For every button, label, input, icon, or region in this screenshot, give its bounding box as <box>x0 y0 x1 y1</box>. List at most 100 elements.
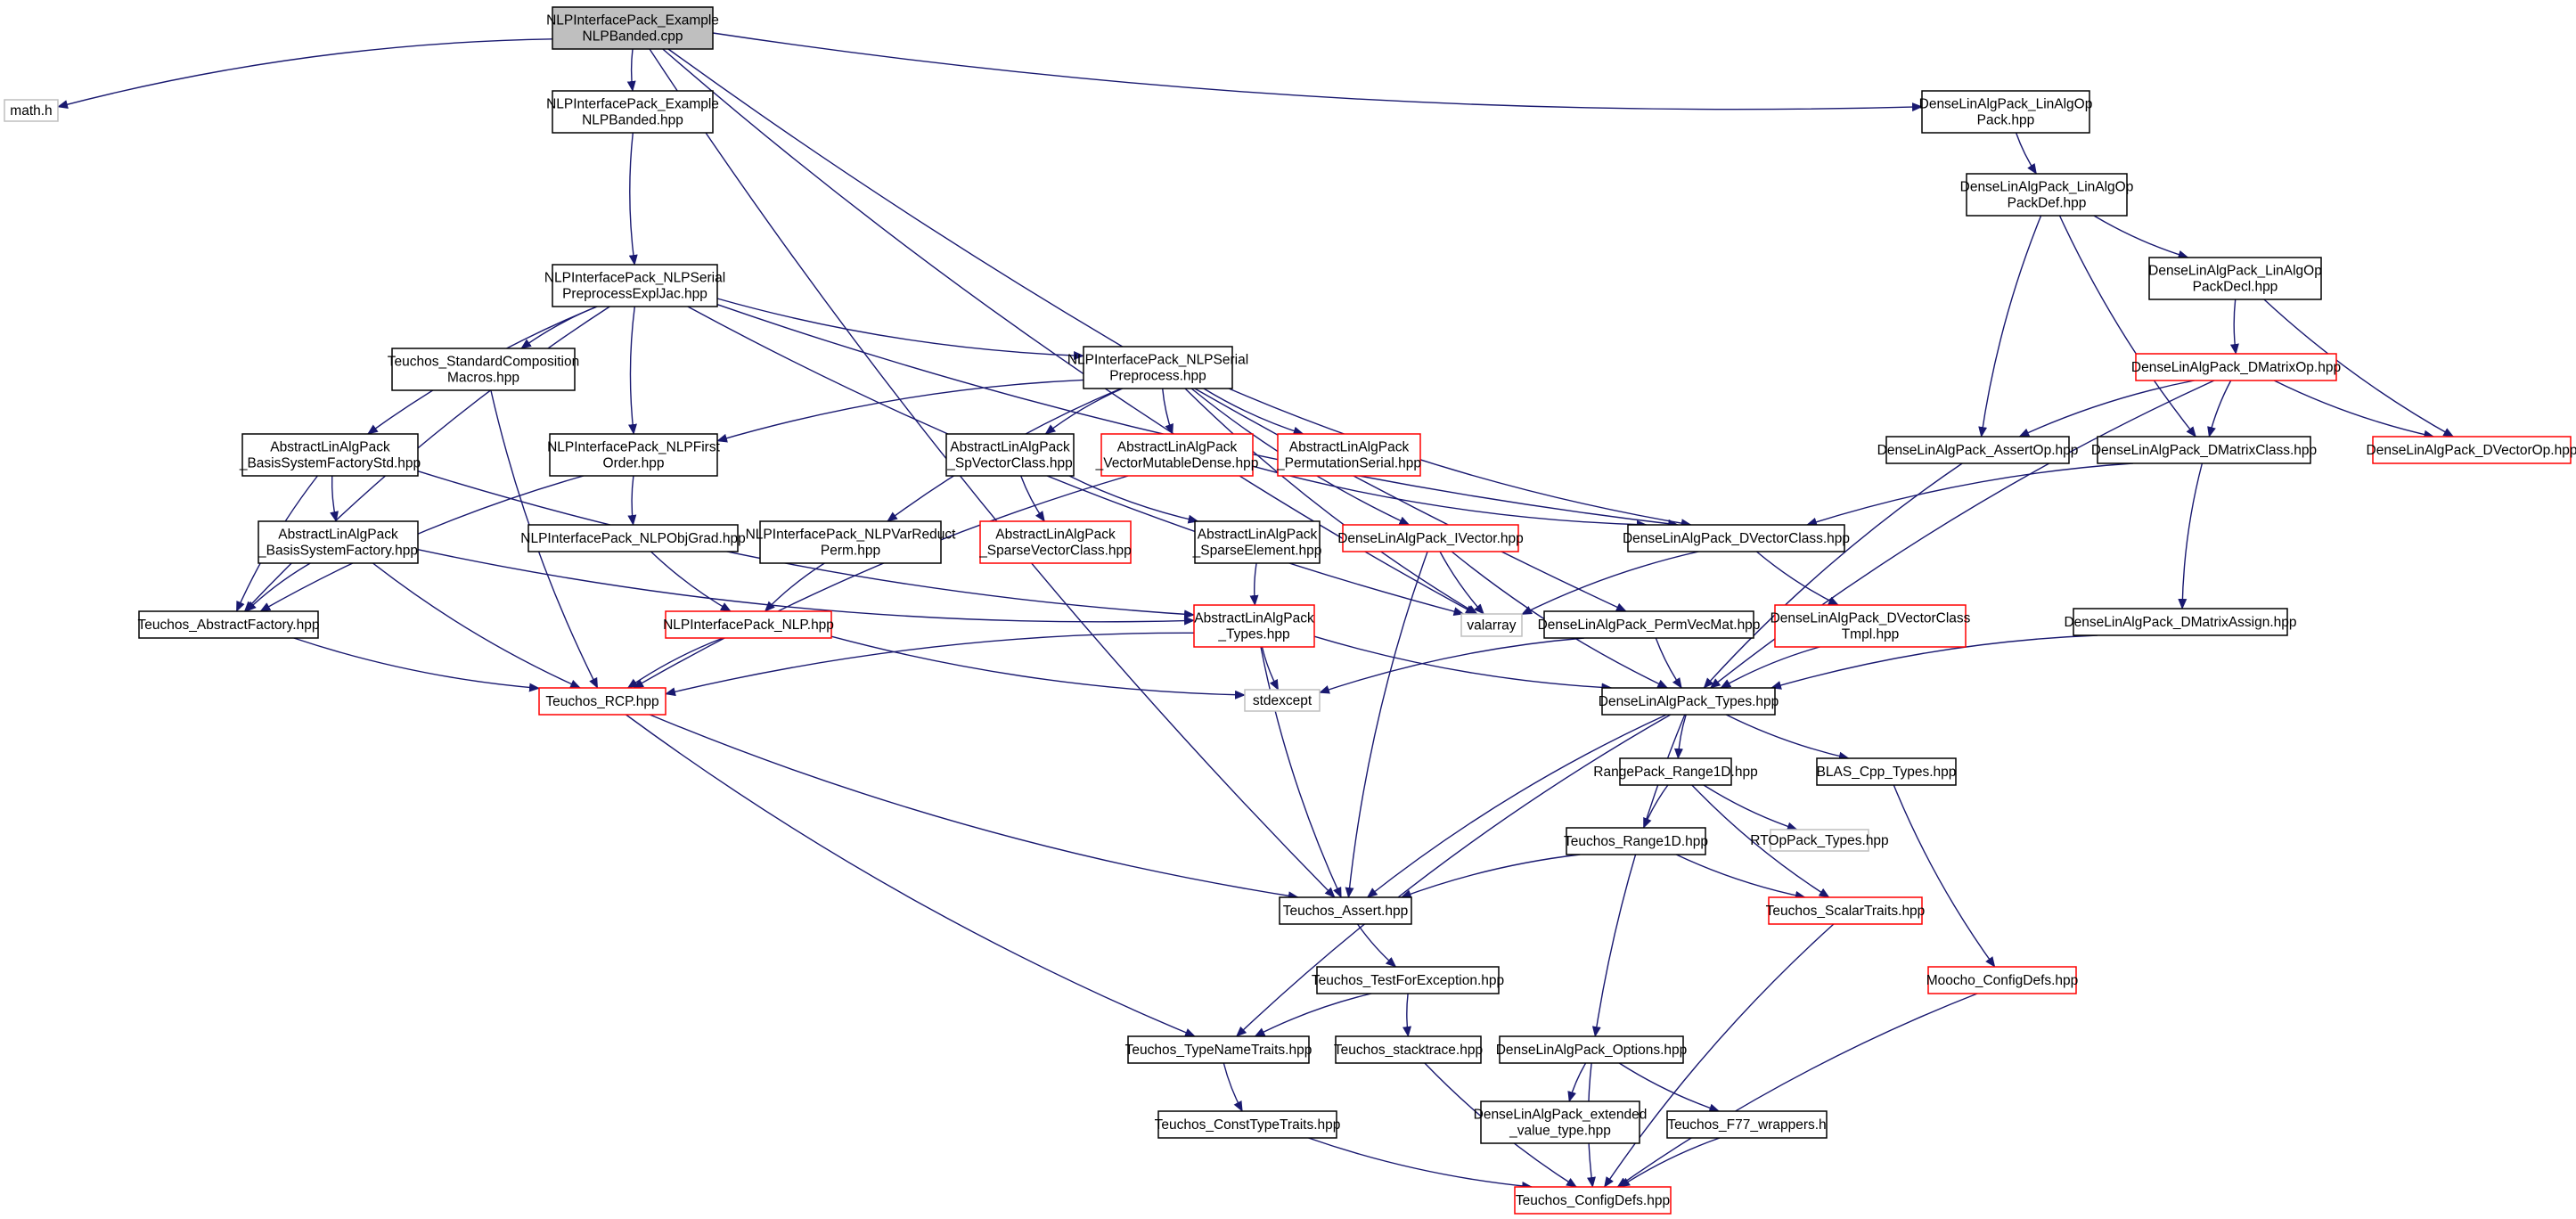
node-label: _Types.hpp <box>1217 627 1289 642</box>
node-scalartraits[interactable]: Teuchos_ScalarTraits.hpp <box>1766 896 1926 925</box>
edge-teuchosrange-to-scalartraits <box>1675 854 1806 900</box>
node-box <box>1279 896 1412 925</box>
node-label: DenseLinAlgPack_PermVecMat.hpp <box>1538 618 1761 633</box>
node-label: NLPInterfacePack_NLPObjGrad.hpp <box>520 531 745 546</box>
edge-consttypetraits-to-configdefs <box>1308 1137 1533 1190</box>
node-box <box>549 433 718 477</box>
node-valarray[interactable]: valarray <box>1460 613 1523 637</box>
node-box <box>759 520 942 564</box>
edge-options-to-extvalue <box>1567 1062 1587 1102</box>
node-box <box>138 610 319 639</box>
node-stdexcept[interactable]: stdexcept <box>1244 689 1321 712</box>
node-absfactory[interactable]: Teuchos_AbstractFactory.hpp <box>138 610 320 639</box>
node-permvecmat[interactable]: DenseLinAlgPack_PermVecMat.hpp <box>1538 610 1761 639</box>
node-stacktrace[interactable]: Teuchos_stacktrace.hpp <box>1334 1035 1483 1064</box>
node-typenametraits[interactable]: Teuchos_TypeNameTraits.hpp <box>1125 1035 1313 1064</box>
node-testforexc[interactable]: Teuchos_TestForException.hpp <box>1312 966 1504 994</box>
node-teuchosrange[interactable]: Teuchos_Range1D.hpp <box>1564 827 1708 855</box>
node-label: AbstractLinAlgPack <box>995 528 1116 543</box>
node-label: Perm.hpp <box>821 544 880 559</box>
node-sparsevecclass[interactable]: AbstractLinAlgPack_SparseVectorClass.hpp <box>978 520 1132 564</box>
node-dlptypes[interactable]: DenseLinAlgPack_Types.hpp <box>1599 687 1779 716</box>
node-label: _SparseElement.hpp <box>1192 544 1322 559</box>
node-box <box>1927 966 2077 994</box>
edge-root-to-assert <box>649 48 1336 898</box>
node-label: DenseLinAlgPack_IVector.hpp <box>1337 531 1524 546</box>
node-label: Teuchos_TestForException.hpp <box>1312 973 1504 988</box>
node-dmatrixassign[interactable]: DenseLinAlgPack_DMatrixAssign.hpp <box>2064 608 2297 636</box>
node-label: Teuchos_Assert.hpp <box>1283 904 1408 919</box>
node-assertop[interactable]: DenseLinAlgPack_AssertOp.hpp <box>1877 436 2079 464</box>
node-box <box>1342 524 1519 552</box>
edge-preprocess-to-permserial <box>1203 388 1304 436</box>
node-label: Teuchos_stacktrace.hpp <box>1334 1043 1483 1058</box>
node-dvectorop[interactable]: DenseLinAlgPack_DVectorOp.hpp <box>2367 436 2576 464</box>
dependency-edges <box>57 32 2455 1190</box>
edge-dmatrixop-to-dmatrixclass <box>2207 380 2232 438</box>
node-math[interactable]: math.h <box>4 99 59 122</box>
node-label: DenseLinAlgPack_LinAlgOp <box>1960 180 2134 195</box>
edge-dlptypes-to-assert <box>1366 714 1667 898</box>
edge-alptypes-to-dlptypes <box>1313 635 1613 692</box>
node-mooconfig[interactable]: Moocho_ConfigDefs.hpp <box>1926 966 2079 994</box>
node-box <box>241 433 419 477</box>
node-consttypetraits[interactable]: Teuchos_ConstTypeTraits.hpp <box>1155 1110 1341 1139</box>
node-ivector[interactable]: DenseLinAlgPack_IVector.hpp <box>1337 524 1524 552</box>
node-box <box>1770 829 1869 852</box>
node-label: NLPBanded.cpp <box>583 29 683 45</box>
node-dmatrixop[interactable]: DenseLinAlgPack_DMatrixOp.hpp <box>2131 353 2341 381</box>
node-box <box>2097 436 2311 464</box>
edge-explicitjac-to-valarray <box>687 306 1465 617</box>
node-label: AbstractLinAlgPack <box>1117 440 1238 455</box>
node-label: NLPInterfacePack_NLPSerial <box>1067 353 1248 368</box>
node-extvalue[interactable]: DenseLinAlgPack_extended_value_type.hpp <box>1474 1100 1648 1144</box>
node-f77wrap[interactable]: Teuchos_F77_wrappers.h <box>1666 1110 1828 1139</box>
edge-assert-to-testforexc <box>1356 923 1397 968</box>
node-label: BLAS_Cpp_Types.hpp <box>1817 765 1957 780</box>
node-explicitjac[interactable]: NLPInterfacePack_NLPSerialPreprocessExpl… <box>544 264 725 307</box>
node-dmatrixclass[interactable]: DenseLinAlgPack_DMatrixClass.hpp <box>2091 436 2317 464</box>
node-range1d[interactable]: RangePack_Range1D.hpp <box>1593 757 1758 786</box>
node-label: Macros.hpp <box>447 371 519 386</box>
node-box <box>1619 757 1732 786</box>
node-options[interactable]: DenseLinAlgPack_Options.hpp <box>1496 1035 1688 1064</box>
node-permserial[interactable]: AbstractLinAlgPack_PermutationSerial.hpp <box>1276 433 1421 477</box>
node-label: Preprocess.hpp <box>1109 369 1206 384</box>
node-box <box>1816 757 1957 786</box>
node-box <box>1480 1100 1640 1144</box>
node-sparseelem[interactable]: AbstractLinAlgPack_SparseElement.hpp <box>1192 520 1322 564</box>
node-assert[interactable]: Teuchos_Assert.hpp <box>1279 896 1412 925</box>
node-rtoptypes[interactable]: RTOpPack_Types.hpp <box>1750 829 1889 852</box>
node-nlpobjgrad[interactable]: NLPInterfacePack_NLPObjGrad.hpp <box>520 524 746 552</box>
node-vecmutdense[interactable]: AbstractLinAlgPack_VectorMutableDense.hp… <box>1095 433 1259 477</box>
node-bsf[interactable]: AbstractLinAlgPack_BasisSystemFactory.hp… <box>258 520 419 564</box>
edge-vecmutdense-to-dvectorclass <box>1252 465 1648 529</box>
node-label: AbstractLinAlgPack <box>1289 440 1410 455</box>
node-spvectorclass[interactable]: AbstractLinAlgPack_SpVectorClass.hpp <box>945 433 1075 477</box>
node-bsfstd[interactable]: AbstractLinAlgPack_BasisSystemFactoryStd… <box>239 433 421 477</box>
edge-bsf-to-absfactory <box>245 562 311 612</box>
edge-spvectorclass-to-sparsevecclass <box>1020 475 1045 522</box>
node-label: NLPInterfacePack_Example <box>546 13 719 29</box>
node-label: AbstractLinAlgPack <box>1194 611 1314 626</box>
node-box <box>1083 346 1233 389</box>
node-label: PackDecl.hpp <box>2193 280 2278 295</box>
node-blastypes[interactable]: BLAS_Cpp_Types.hpp <box>1816 757 1957 786</box>
node-rcp[interactable]: Teuchos_RCP.hpp <box>538 687 666 716</box>
node-configdefs[interactable]: Teuchos_ConfigDefs.hpp <box>1514 1186 1672 1215</box>
node-dvectorclass[interactable]: DenseLinAlgPack_DVectorClass.hpp <box>1623 524 1850 552</box>
node-alptypes[interactable]: AbstractLinAlgPack_Types.hpp <box>1193 604 1315 648</box>
node-label: DenseLinAlgPack_LinAlgOp <box>1919 97 2093 112</box>
node-nlp[interactable]: NLPInterfacePack_NLP.hpp <box>663 610 834 639</box>
